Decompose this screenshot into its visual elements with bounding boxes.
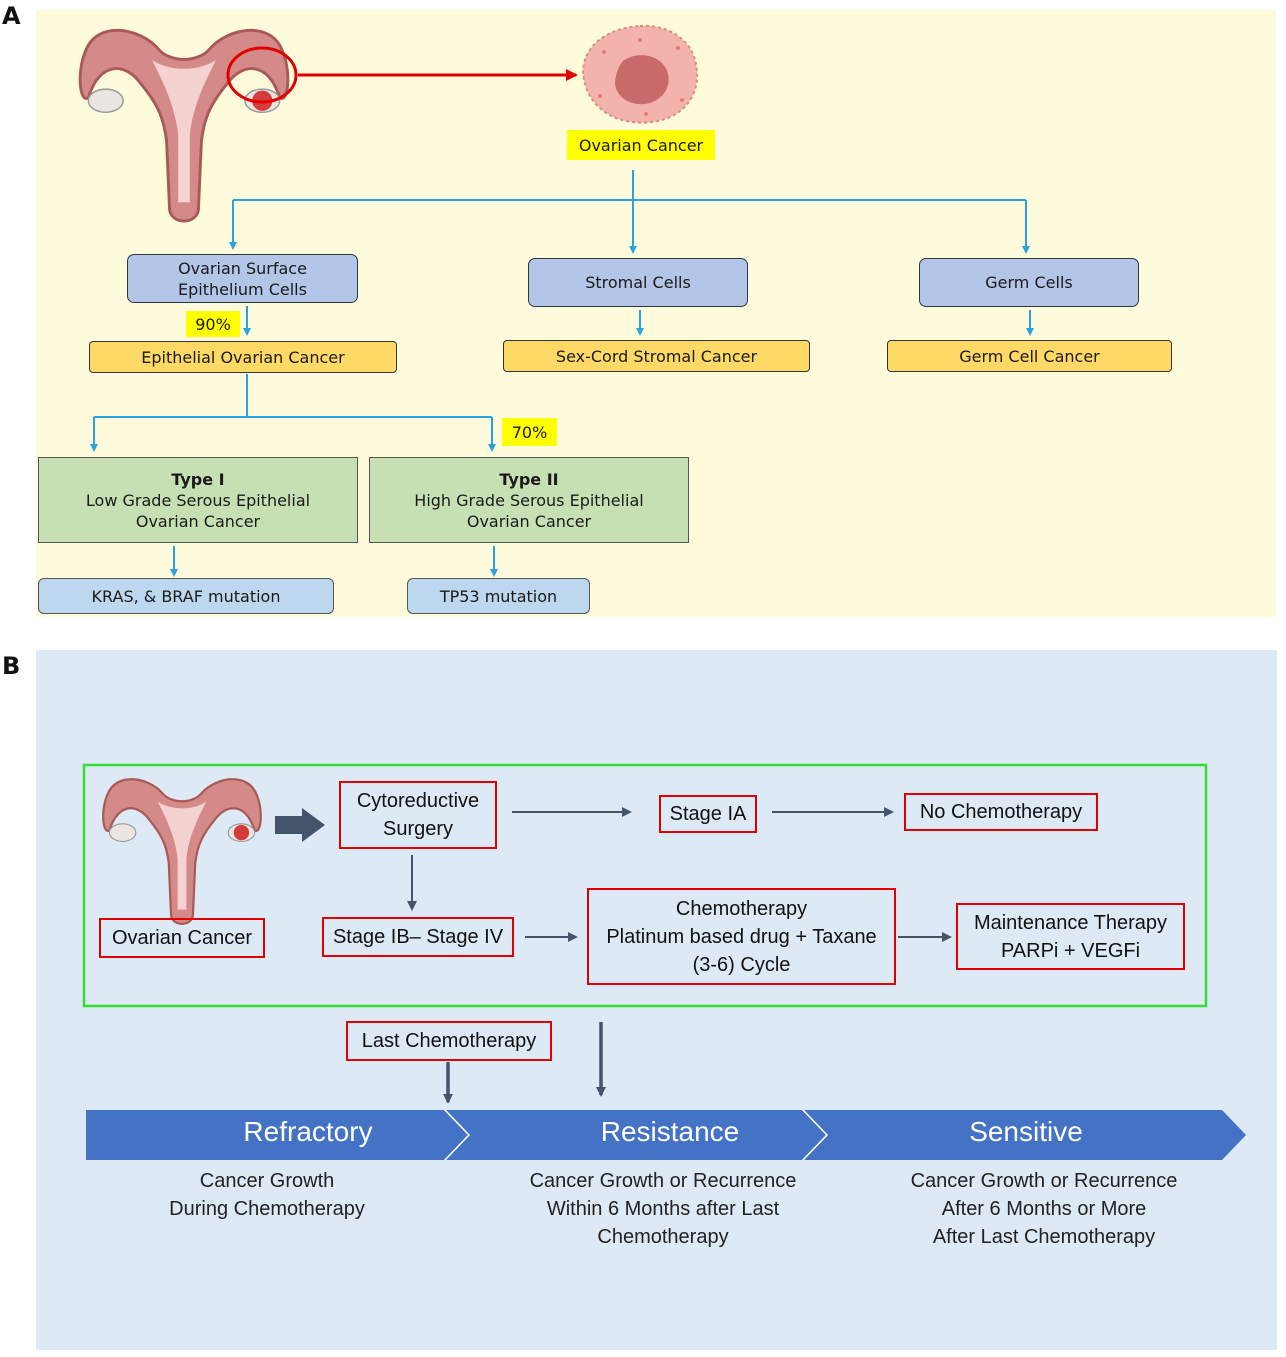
type1-box: Type I Low Grade Serous Epithelial Ovari… <box>38 457 358 543</box>
type2-mutation-box: TP53 mutation <box>407 578 590 614</box>
surgery-line-2: Surgery <box>382 818 454 840</box>
maintenance-line-1: Maintenance Therapy <box>973 911 1168 934</box>
epithelial-cancer-box: Epithelial Ovarian Cancer <box>89 341 397 373</box>
type1-mutation-box: KRAS, & BRAF mutation <box>38 578 334 614</box>
maintenance-box: Maintenance Therapy PARPi + VEGFi <box>956 903 1185 970</box>
germ-cancer-box: Germ Cell Cancer <box>887 340 1172 372</box>
phase-refractory-label: Refractory <box>243 1116 373 1147</box>
sensitive-desc-line-1: Cancer Growth or Recurrence <box>910 1170 1178 1192</box>
stage-late-box: Stage IB– Stage IV <box>322 917 514 957</box>
type2-box: Type II High Grade Serous Epithelial Ova… <box>369 457 689 543</box>
surgery-box: Cytoreductive Surgery <box>339 781 497 849</box>
type1-title: Type I <box>171 469 225 489</box>
chemo-line-1: Chemotherapy <box>675 897 808 920</box>
ovarian-cancer-root: Ovarian Cancer <box>567 130 715 160</box>
sensitive-desc-line-2: After 6 Months or More <box>941 1198 1147 1220</box>
epithelial-share-tag: 90% <box>186 311 240 337</box>
resistance-desc-line-2: Within 6 Months after Last <box>546 1198 780 1220</box>
stromal-cancer-box: Sex-Cord Stromal Cancer <box>503 340 810 372</box>
type1-line-1: Low Grade Serous Epithelial <box>85 490 311 510</box>
refractory-desc-line-1: Cancer Growth <box>199 1170 335 1192</box>
origin-epithelium-line-1: Ovarian Surface <box>178 258 307 278</box>
origin-stromal-box: Stromal Cells <box>528 258 748 307</box>
phase-resistance-desc: Cancer Growth or Recurrence Within 6 Mon… <box>493 1167 833 1251</box>
resistance-desc-line-3: Chemotherapy <box>597 1226 729 1248</box>
chemo-line-3: (3-6) Cycle <box>692 953 791 976</box>
phase-sensitive-desc: Cancer Growth or Recurrence After 6 Mont… <box>874 1167 1214 1251</box>
stage-ia-box: Stage IA <box>659 795 757 833</box>
origin-epithelium-line-2: Epithelium Cells <box>178 279 307 299</box>
phase-refractory-desc: Cancer Growth During Chemotherapy <box>107 1167 427 1223</box>
origin-germ-box: Germ Cells <box>919 258 1139 307</box>
phase-sensitive-label: Sensitive <box>969 1116 1083 1147</box>
refractory-desc-line-2: During Chemotherapy <box>169 1198 365 1220</box>
type2-title: Type II <box>499 469 559 489</box>
type2-line-1: High Grade Serous Epithelial <box>414 490 644 510</box>
maintenance-line-2: PARPi + VEGFi <box>1000 939 1141 962</box>
panel-a-label: A <box>2 2 21 30</box>
last-chemo-box: Last Chemotherapy <box>346 1021 552 1061</box>
chemo-line-2: Platinum based drug + Taxane <box>606 925 877 948</box>
panel-b-label: B <box>2 652 21 680</box>
ovarian-cancer-start-box: Ovarian Cancer <box>99 918 265 958</box>
chemotherapy-box: Chemotherapy Platinum based drug + Taxan… <box>587 888 896 985</box>
type1-line-2: Ovarian Cancer <box>135 511 261 531</box>
no-chemo-box: No Chemotherapy <box>904 793 1098 831</box>
type2-share-tag: 70% <box>502 418 557 446</box>
resistance-desc-line-1: Cancer Growth or Recurrence <box>529 1170 797 1192</box>
type2-line-2: Ovarian Cancer <box>466 511 592 531</box>
sensitive-desc-line-3: After Last Chemotherapy <box>932 1226 1156 1248</box>
surgery-line-1: Cytoreductive <box>356 790 480 812</box>
origin-epithelium-box: Ovarian Surface Epithelium Cells <box>127 254 358 303</box>
phase-resistance-label: Resistance <box>600 1116 740 1147</box>
